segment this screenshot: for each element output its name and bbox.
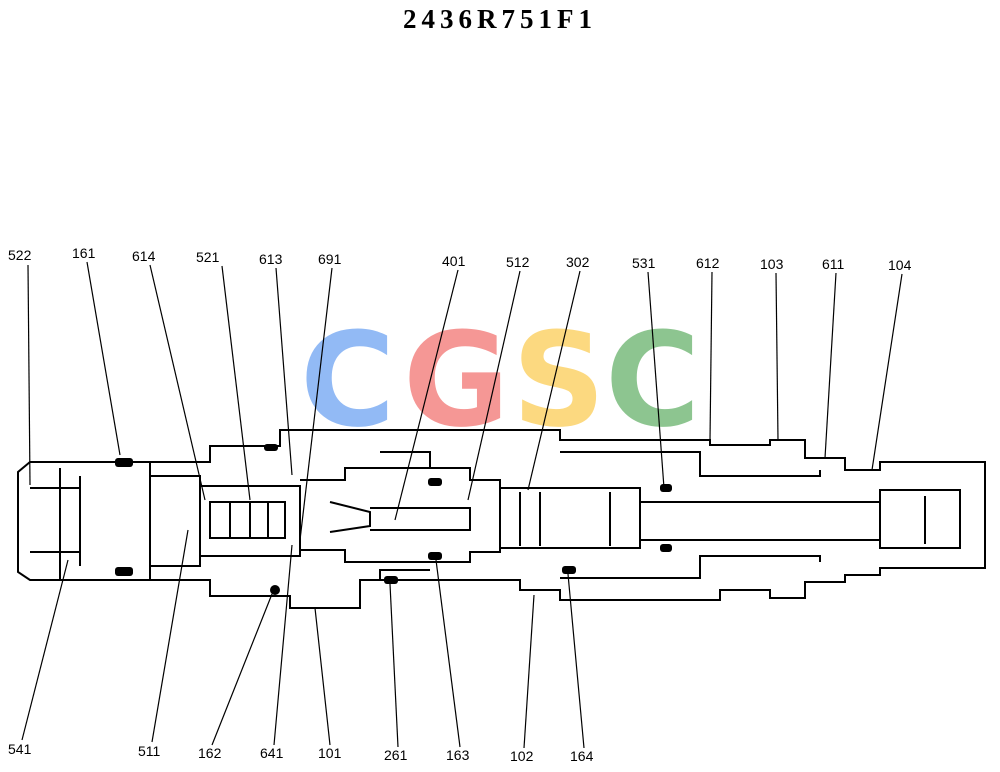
label-401: 401 (442, 253, 466, 269)
label-163: 163 (446, 747, 470, 763)
label-613: 613 (259, 251, 283, 267)
label-104: 104 (888, 257, 912, 273)
label-103: 103 (760, 256, 784, 272)
drawing-title: 2436R751F1 (403, 4, 597, 34)
label-511: 511 (138, 743, 161, 759)
label-102: 102 (510, 748, 534, 764)
label-261: 261 (384, 747, 408, 763)
label-512: 512 (506, 254, 530, 270)
watermark-letter-c1: C (300, 304, 395, 456)
cgsc-watermark: C G S C (300, 304, 700, 456)
label-101: 101 (318, 745, 342, 761)
label-641: 641 (260, 745, 284, 761)
label-541: 541 (8, 741, 32, 757)
label-531: 531 (632, 255, 656, 271)
label-691: 691 (318, 251, 342, 267)
seal-rings (115, 444, 672, 595)
watermark-letter-c2: C (605, 304, 700, 456)
valve-body-outline (17, 429, 986, 609)
top-part-labels: 522 161 614 521 613 691 401 512 302 531 … (8, 245, 912, 273)
watermark-letter-s: S (512, 304, 606, 456)
top-leader-lines (27, 261, 903, 541)
bottom-leader-lines (21, 529, 585, 749)
watermark-letter-g: G (403, 304, 510, 456)
label-614: 614 (132, 248, 156, 264)
label-522: 522 (8, 247, 32, 263)
label-162: 162 (198, 745, 222, 761)
label-302: 302 (566, 254, 590, 270)
label-164: 164 (570, 748, 594, 764)
label-611: 611 (822, 256, 845, 272)
label-612: 612 (696, 255, 720, 271)
label-161: 161 (72, 245, 96, 261)
label-521: 521 (196, 249, 220, 265)
bottom-part-labels: 541 511 162 641 101 261 163 102 164 (8, 741, 594, 764)
